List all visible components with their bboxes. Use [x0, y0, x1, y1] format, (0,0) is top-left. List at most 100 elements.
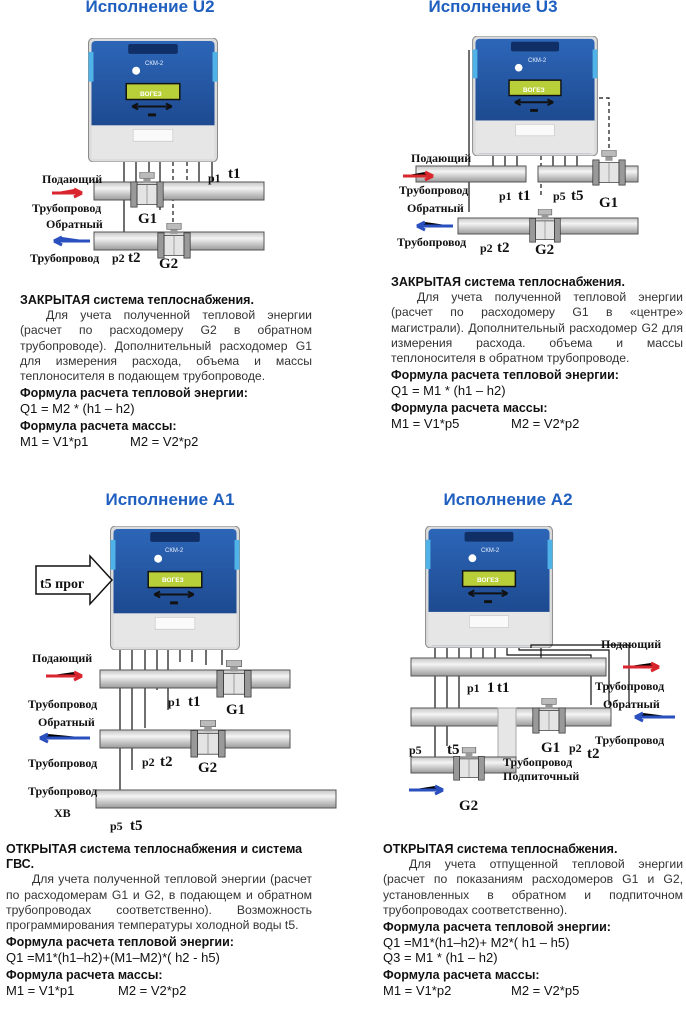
a2-supply-pipe-label: Трубопровод	[595, 679, 664, 693]
a1-t2-label: t2	[160, 754, 173, 770]
a2-feed-pipe-label: Трубопровод	[503, 755, 572, 769]
a1-energy-heading: Формула расчета тепловой энергии:	[6, 935, 234, 950]
u2-title: Исполнение U2	[85, 0, 215, 16]
a1-energy-formula: Q1 =M1*(h1–h2)+(M1–M2)*( h2 - h5)	[6, 950, 220, 966]
a1-p2-label: p2	[142, 755, 155, 769]
device-model: СКМ-2	[145, 61, 164, 67]
u3-t1-label: t1	[518, 188, 531, 204]
a1-return-label: Обратный	[38, 715, 95, 729]
flowmeter-g1-icon	[216, 660, 252, 698]
u3-mass-heading: Формула расчета массы:	[391, 400, 548, 415]
u2-g1-label: G1	[138, 211, 157, 227]
a2-g2-label: G2	[459, 798, 478, 814]
device-brand: ВОГЕЗ	[523, 87, 545, 94]
a2-mass-heading: Формула расчета массы:	[383, 967, 540, 982]
u3-p2-label: p2	[480, 241, 493, 255]
device-brand: ВОГЕЗ	[140, 91, 162, 98]
u2-heading: ЗАКРЫТАЯ система теплоснабжения.	[20, 293, 254, 307]
a1-return-pipe-label: Трубопровод	[28, 756, 97, 770]
device-brand: ВОГЕЗ	[477, 577, 499, 584]
a2-text: Для учета отпущенной тепловой энергии (р…	[383, 857, 683, 917]
u2-p1-label: p1	[208, 171, 221, 185]
return-arrow-icon	[634, 711, 675, 723]
u3-text: Для учета полученной тепловой энергии (р…	[391, 290, 683, 366]
u2-g2-label: G2	[159, 256, 178, 272]
u3-description: ЗАКРЫТАЯ система теплоснабжения. Для уче…	[391, 275, 683, 431]
a1-xb-label: ХВ	[54, 806, 71, 820]
u3-supply-pipe-label: Трубопровод	[399, 183, 468, 197]
a2-diagram: СКМ-2 ВОГЕЗ Подающий Трубопровод Обратны…	[409, 526, 675, 814]
a1-g2-label: G2	[198, 760, 217, 776]
panel-a2: Исполнение А2 СКМ-2 ВОГЕЗ Подающий Трубо…	[343, 490, 686, 1024]
u2-mass-1: M1 = V1*p1	[20, 433, 89, 449]
a2-g1-label: G1	[541, 740, 560, 756]
u3-diagram: СКМ-2 ВОГЕЗ Подающий Трубопровод Обратны…	[397, 36, 639, 258]
flowmeter-g1-icon	[532, 698, 566, 734]
feed-arrow-icon	[409, 784, 444, 796]
flowmeter-g2-icon	[157, 223, 191, 259]
u3-p5-label: p5	[553, 189, 566, 203]
a1-mass-2: M2 = V2*p2	[118, 982, 187, 998]
u2-supply-label: Подающий	[42, 172, 102, 186]
a2-description: ОТКРЫТАЯ система теплоснабжения. Для уче…	[383, 842, 683, 998]
a1-mass-1: M1 = V1*p1	[6, 982, 75, 998]
a2-p1-label: p1	[467, 681, 480, 695]
supply-pipe	[93, 181, 265, 201]
u2-return-pipe-label: Трубопровод	[30, 251, 99, 265]
a1-mass-heading: Формула расчета массы:	[6, 967, 163, 982]
u3-t2-label: t2	[497, 240, 510, 256]
device-model: СКМ-2	[481, 548, 500, 554]
a2-feed-label: Подпиточный	[503, 769, 579, 783]
supply-arrow-icon	[46, 670, 83, 682]
panel-u3: Исполнение U3 СКМ-2 ВОГЕЗ Подающий Трубо…	[343, 0, 686, 470]
u2-diagram: СКМ-2 ВОГЕЗ Подающий Трубопровод Обратны…	[30, 38, 265, 272]
a2-p2-label: p2	[569, 741, 582, 755]
a2-title: Исполнение А2	[443, 490, 573, 509]
a1-g1-label: G1	[226, 702, 245, 718]
supply-arrow-icon	[52, 187, 83, 199]
u2-text: Для учета полученной тепловой энергии (р…	[20, 308, 312, 384]
device-model: СКМ-2	[165, 548, 184, 554]
a1-p1-label: p1	[168, 695, 181, 709]
a2-mass-1: M1 = V1*p2	[383, 982, 452, 998]
a1-supply-label: Подающий	[32, 651, 92, 665]
a1-t5-prog-label: t5 прог	[40, 577, 84, 592]
u3-mass-2: M2 = V2*p2	[511, 415, 580, 431]
a1-diagram: СКМ-2 ВОГЕЗ t5 прог Подающий Трубопровод…	[28, 526, 337, 834]
a2-p5-label: p5	[409, 743, 422, 757]
a1-title: Исполнение А1	[105, 490, 235, 509]
u3-p1-label: p1	[499, 189, 512, 203]
t5-prog-arrow-icon	[35, 554, 114, 606]
a2-energy-heading: Формула расчета тепловой энергии:	[383, 920, 611, 935]
u2-mass-2: M2 = V2*p2	[130, 433, 199, 449]
a1-t5-label: t5	[130, 818, 143, 834]
flowmeter-g2-icon	[190, 720, 226, 758]
u3-heading: ЗАКРЫТАЯ система теплоснабжения.	[391, 275, 625, 289]
u3-return-pipe-label: Трубопровод	[397, 235, 466, 249]
u2-description: ЗАКРЫТАЯ система теплоснабжения. Для уче…	[20, 293, 312, 449]
u3-supply-label: Подающий	[411, 151, 471, 165]
flowmeter-g2-icon	[529, 209, 561, 243]
a2-energy-formula-2: Q3 = M1 * (h1 – h2)	[383, 950, 498, 966]
a2-mass-2: M2 = V2*p5	[511, 982, 580, 998]
u3-energy-heading: Формула расчета тепловой энергии:	[391, 368, 619, 383]
u2-energy-formula: Q1 = M2 * (h1 – h2)	[20, 401, 135, 417]
supply-arrow-icon	[403, 170, 434, 182]
a2-heading: ОТКРЫТАЯ система теплоснабжения.	[383, 842, 618, 856]
u2-energy-heading: Формула расчета тепловой энергии:	[20, 386, 248, 401]
u2-p2-label: p2	[112, 251, 125, 265]
a1-supply-pipe-label: Трубопровод	[28, 697, 97, 711]
u2-mass-heading: Формула расчета массы:	[20, 418, 177, 433]
u3-g1-label: G1	[599, 195, 618, 211]
a1-cold-pipe-label: Трубопровод	[28, 784, 97, 798]
u2-return-label: Обратный	[46, 217, 103, 231]
a1-p5-label: p5	[110, 819, 123, 833]
flowmeter-g1-icon	[592, 150, 626, 186]
return-arrow-icon	[39, 732, 90, 744]
device-brand: ВОГЕЗ	[162, 577, 184, 584]
u3-g2-label: G2	[535, 242, 554, 258]
supply-arrow-icon	[623, 661, 660, 673]
u3-energy-formula: Q1 = M1 * (h1 – h2)	[391, 383, 506, 399]
a2-t5-label: t5	[447, 742, 460, 758]
return-arrow-icon	[416, 220, 453, 232]
